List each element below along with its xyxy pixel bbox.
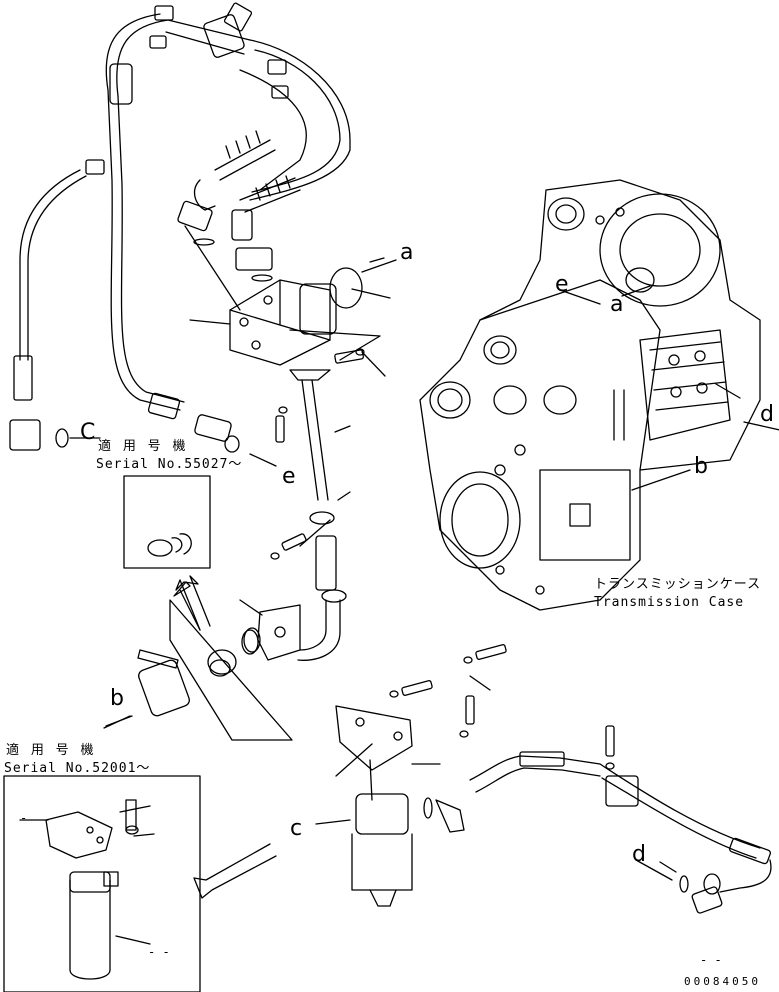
upper-hose-assembly	[19, 2, 351, 411]
callout-b-right: b	[694, 454, 708, 479]
suction-tube	[239, 348, 386, 661]
arrows	[69, 259, 779, 899]
inset-detail	[3, 775, 201, 992]
callout-d-right: d	[760, 402, 774, 427]
gear-pump	[189, 257, 391, 366]
inset-small-dash: -	[20, 811, 28, 825]
bottom-dash-mark: - -	[700, 953, 722, 967]
serial-note-en-2: Serial No.52001～	[4, 761, 151, 776]
serial-note-jp-2: 適 用 号 機	[6, 743, 96, 758]
serial-note-en-1: Serial No.55027～	[96, 457, 243, 472]
transmission-case-jp: トランスミッションケース	[594, 577, 762, 592]
callout-c-bottom: c	[290, 816, 303, 841]
callout-b-left: b	[110, 686, 124, 711]
strainer-parts	[105, 475, 293, 741]
drawing-code: 00084050	[684, 975, 761, 988]
callout-c-left: C	[80, 420, 96, 445]
transmission-case	[419, 179, 761, 611]
serial-note-jp-1: 適 用 号 機	[98, 439, 188, 454]
callout-a-mid: a	[610, 292, 624, 317]
callout-e-mid: e	[555, 272, 569, 297]
callout-d-bottom: d	[632, 842, 646, 867]
c-fitting-left	[9, 355, 240, 453]
callout-a-top: a	[400, 240, 414, 265]
lower-filter-assembly	[335, 644, 772, 914]
inset-dash-mark: - -	[148, 945, 170, 959]
callout-e-left: e	[282, 464, 296, 489]
transmission-case-en: Transmission Case	[594, 595, 745, 610]
